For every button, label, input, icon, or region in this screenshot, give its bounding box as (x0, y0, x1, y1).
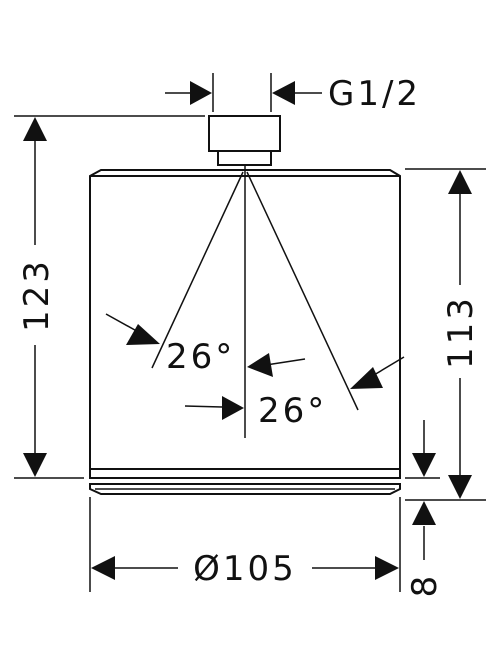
bottom-offset-label: 8 (405, 573, 445, 598)
angle-left-arrows (105, 313, 306, 377)
thread-label: G1/2 (328, 74, 421, 114)
arrow-head (247, 353, 273, 377)
arrow-head (375, 556, 399, 580)
body-height-dimension: 113 (405, 168, 486, 501)
diameter-dimension: Ø105 (89, 497, 401, 592)
spray-angle-lines (151, 165, 359, 438)
total-height-label: 123 (17, 258, 57, 332)
bottom-offset-dimension: 8 (405, 420, 445, 597)
arrow-head (412, 453, 436, 477)
arrow-head (91, 556, 115, 580)
arrow-head (448, 475, 472, 499)
arrow-head (23, 453, 47, 477)
arrow-head (190, 81, 212, 105)
body-height-label: 113 (441, 295, 481, 369)
arrow-head (412, 501, 436, 525)
arrow-head (272, 81, 295, 105)
arrow-head (126, 324, 160, 345)
shower-body (89, 169, 401, 495)
arrow-head (23, 117, 47, 141)
angle-right-label: 26° (258, 391, 327, 431)
thread-dimension: G1/2 (165, 73, 421, 114)
diameter-label: Ø105 (193, 549, 297, 589)
angle-left-label: 26° (166, 337, 235, 377)
connector (208, 115, 281, 166)
arrow-head (222, 396, 244, 420)
angle-right-arrows (184, 356, 405, 420)
arrow-head (448, 170, 472, 194)
arrow-head (350, 367, 383, 389)
total-height-dimension: 123 (14, 115, 205, 479)
